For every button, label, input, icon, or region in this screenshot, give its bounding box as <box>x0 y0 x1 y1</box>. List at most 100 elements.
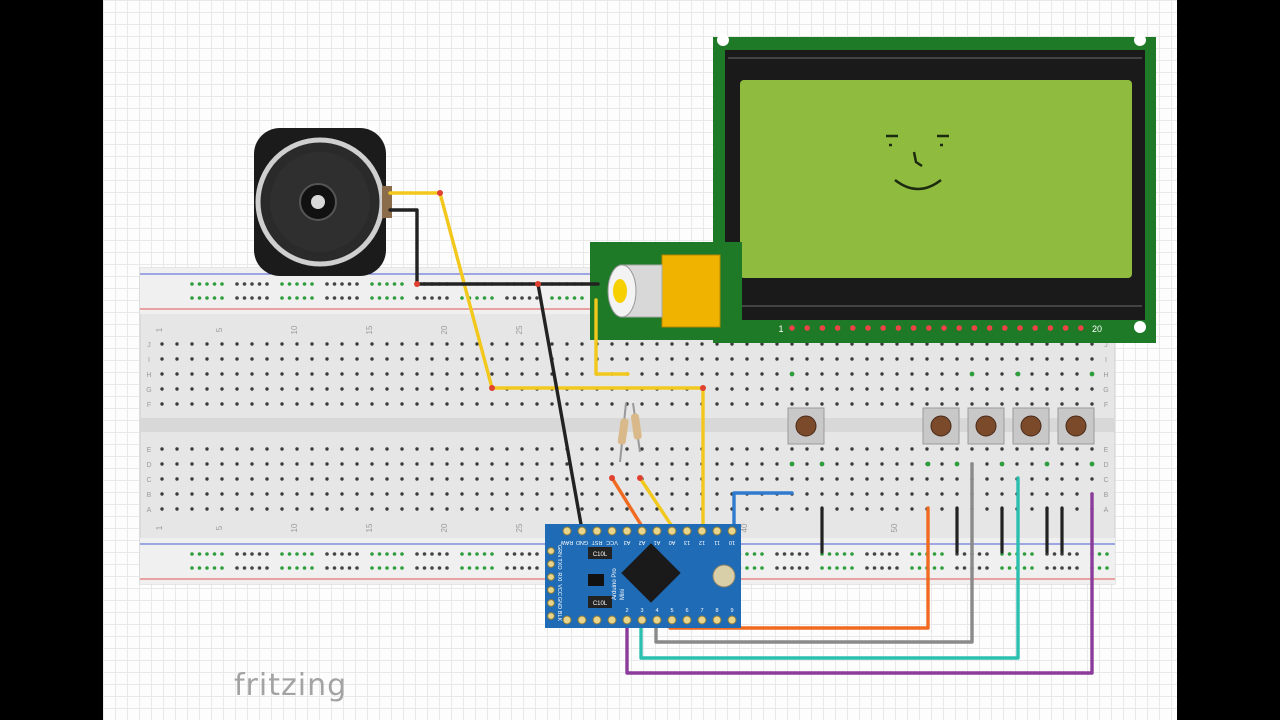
terminal-hole <box>610 402 614 406</box>
rail-hole <box>257 282 262 286</box>
terminal-hole <box>655 402 659 406</box>
rail-hole <box>385 282 389 286</box>
terminal-hole <box>460 387 464 391</box>
column-number: 25 <box>515 523 524 532</box>
terminal-hole <box>1015 342 1019 346</box>
rail-hole <box>257 552 262 556</box>
terminal-hole <box>175 462 179 466</box>
rail-hole <box>205 282 209 286</box>
rail-hole <box>332 296 337 300</box>
terminal-hole <box>475 372 479 376</box>
rail-hole <box>295 296 299 300</box>
rail-hole <box>340 296 344 300</box>
pin-label: 3 <box>640 608 643 614</box>
pin-label: 2 <box>625 608 628 614</box>
rail-hole <box>752 566 757 570</box>
terminal-hole <box>250 447 254 451</box>
rail-hole <box>895 566 899 570</box>
terminal-hole <box>220 402 224 406</box>
terminal-hole <box>400 492 404 496</box>
regulator <box>588 574 604 586</box>
terminal-hole <box>490 492 494 496</box>
rail-hole <box>985 566 989 570</box>
board-name: Arduino Pro <box>612 568 618 600</box>
terminal-hole <box>325 477 329 481</box>
terminal-hole <box>505 372 509 376</box>
terminal-hole <box>910 342 914 346</box>
terminal-hole <box>280 447 284 451</box>
terminal-hole <box>1060 342 1064 346</box>
pin-label: RST <box>591 539 603 545</box>
terminal-hole <box>745 447 749 451</box>
terminal-hole <box>955 387 959 391</box>
terminal-hole <box>1090 447 1094 451</box>
header-pin <box>547 560 555 568</box>
rail-hole <box>745 566 749 570</box>
terminal-hole <box>640 462 644 466</box>
row-letter: E <box>147 447 152 454</box>
row-letter: H <box>146 372 151 379</box>
capacitor <box>588 547 612 559</box>
terminal-hole <box>820 372 824 376</box>
lcd-pin-label-20: 20 <box>1092 324 1102 334</box>
terminal-hole <box>895 462 899 466</box>
terminal-hole <box>400 477 404 481</box>
terminal-hole <box>220 462 224 466</box>
terminal-hole <box>550 507 554 511</box>
terminal-hole <box>460 342 464 346</box>
rail-hole <box>415 552 419 556</box>
rail-hole <box>820 566 824 570</box>
terminal-hole <box>835 402 839 406</box>
terminal-hole <box>790 387 794 391</box>
column-number: 10 <box>290 325 299 334</box>
terminal-hole <box>880 492 884 496</box>
header-pin <box>577 526 587 536</box>
rail-hole <box>962 552 967 556</box>
terminal-hole <box>310 342 314 346</box>
terminal-hole <box>370 477 374 481</box>
terminal-hole <box>1075 477 1079 481</box>
rail-hole <box>302 552 307 556</box>
lcd-pin <box>834 325 841 331</box>
terminal-hole <box>235 387 239 391</box>
terminal-hole <box>235 402 239 406</box>
terminal-hole <box>175 492 179 496</box>
terminal-hole <box>1045 342 1049 346</box>
terminal-hole <box>760 402 764 406</box>
terminal-hole <box>670 342 674 346</box>
terminal-hole <box>190 342 194 346</box>
terminal-hole <box>910 447 914 451</box>
rail-hole <box>242 552 247 556</box>
header-pin <box>667 526 677 536</box>
terminal-hole <box>1060 387 1064 391</box>
rail-hole <box>310 552 314 556</box>
terminal-hole <box>1000 372 1004 376</box>
rail-hole <box>377 552 382 556</box>
rail-hole <box>790 566 794 570</box>
rail-hole <box>212 566 217 570</box>
terminal-hole <box>805 477 809 481</box>
terminal-hole <box>430 477 434 481</box>
mounting-hole <box>717 34 729 46</box>
terminal-hole <box>535 492 539 496</box>
terminal-hole <box>580 342 584 346</box>
rail-hole <box>835 552 839 556</box>
fritzing-logo: fritzing <box>234 668 348 703</box>
pin-label: A0 <box>669 539 676 545</box>
terminal-hole <box>490 357 494 361</box>
terminal-hole <box>715 447 719 451</box>
terminal-hole <box>1060 402 1064 406</box>
header-pin <box>547 586 555 594</box>
header-pin <box>667 615 677 625</box>
terminal-hole <box>1075 342 1079 346</box>
header-pin <box>577 615 587 625</box>
terminal-hole <box>550 462 554 466</box>
rail-hole <box>520 552 524 556</box>
header-pin <box>682 526 692 536</box>
terminal-hole <box>655 357 659 361</box>
terminal-hole <box>1015 402 1019 406</box>
terminal-hole <box>400 402 404 406</box>
terminal-hole <box>790 447 794 451</box>
terminal-hole <box>520 357 524 361</box>
